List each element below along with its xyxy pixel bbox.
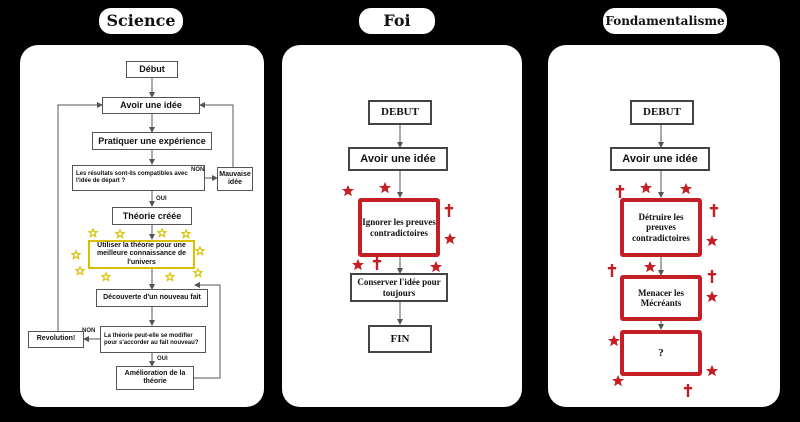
label-oui-1: OUI — [156, 196, 167, 202]
crescent-icon — [400, 263, 406, 275]
crescent-icon — [604, 183, 610, 195]
cross-icon — [709, 204, 719, 217]
panel-fondamentalisme: DEBUT Avoir une idée Détruire les preuve… — [548, 45, 780, 407]
fond-node-avoir-idee: Avoir une idée — [610, 147, 710, 171]
star-icon — [612, 375, 624, 387]
star-icon — [100, 271, 112, 282]
fond-node-menacer: Menacer les Mécréants — [620, 275, 702, 321]
foi-connectors — [397, 125, 403, 325]
star-icon — [444, 233, 456, 245]
fond-node-question: ? — [620, 330, 702, 376]
star-icon — [74, 265, 86, 276]
star-icon — [706, 235, 718, 247]
node-debut: Début — [126, 61, 178, 78]
title-fondamentalisme: Fondamentalisme — [603, 8, 727, 34]
star-icon — [608, 335, 620, 347]
crescent-icon — [708, 321, 714, 333]
fond-connectors — [658, 125, 664, 330]
node-avoir-idee: Avoir une idée — [102, 97, 200, 114]
star-icon — [342, 185, 354, 197]
star-icon — [70, 249, 82, 260]
star-icon — [192, 267, 204, 278]
fond-node-detruire: Détruire les preuves contradictoires — [620, 198, 702, 257]
node-decouverte: Découverte d'un nouveau fait — [96, 289, 208, 307]
label-non-2: NON — [82, 328, 96, 334]
crescent-icon — [420, 183, 426, 195]
crescent-icon — [672, 261, 678, 273]
star-icon — [680, 183, 692, 195]
foi-symbols — [342, 182, 456, 275]
star-icon — [352, 259, 364, 271]
star-icon — [194, 245, 206, 256]
cross-icon — [444, 204, 454, 217]
star-icon — [114, 228, 126, 239]
node-amelioration: Amélioration de la théorie — [116, 366, 194, 390]
star-icon — [87, 227, 99, 238]
panel-foi: DEBUT Avoir une idée Ignorer les preuves… — [282, 45, 522, 407]
crescent-icon — [706, 345, 712, 357]
node-theorie-creee: Théorie créée — [112, 207, 192, 225]
fond-symbols — [602, 182, 719, 397]
cross-icon — [683, 384, 693, 397]
foi-node-conserver: Conserver l'idée pour toujours — [350, 273, 448, 302]
foi-node-ignorer: Ignorer les preuves contradictoires — [358, 198, 440, 257]
node-experience: Pratiquer une expérience — [92, 132, 212, 150]
crescent-icon — [602, 215, 608, 227]
label-non-1: NON — [191, 167, 205, 173]
node-revolution: Revolution! — [28, 331, 84, 348]
fond-node-debut: DEBUT — [630, 100, 694, 125]
cross-icon — [615, 185, 625, 198]
node-question-resultats: Les résultats sont-ils compatibles avec … — [72, 165, 205, 191]
star-icon — [706, 291, 718, 303]
title-foi: Foi — [359, 8, 435, 34]
foi-node-avoir-idee: Avoir une idée — [348, 147, 448, 171]
node-mauvaise-idee: Mauvaise idée — [217, 167, 253, 191]
node-utiliser-theorie: Utiliser la théorie pour une meilleure c… — [88, 240, 195, 269]
star-icon — [164, 271, 176, 282]
foi-node-fin: FIN — [368, 325, 432, 353]
star-icon — [640, 182, 652, 194]
cross-icon — [607, 264, 617, 277]
crescent-icon — [342, 215, 348, 227]
cross-icon — [372, 257, 382, 270]
crescent-icon — [608, 297, 614, 309]
star-icon — [379, 182, 391, 194]
star-icon — [430, 261, 442, 273]
science-stars — [70, 227, 206, 282]
panel-science: Début Avoir une idée Pratiquer une expér… — [20, 45, 264, 407]
star-icon — [156, 227, 168, 238]
star-icon — [644, 261, 656, 273]
cross-icon — [707, 270, 717, 283]
title-science: Science — [99, 8, 183, 34]
star-icon — [180, 228, 192, 239]
node-question-modifier: La théorie peut-elle se modifier pour s'… — [100, 326, 206, 353]
science-connectors — [57, 77, 234, 379]
label-oui-2: OUI — [157, 356, 168, 362]
foi-node-debut: DEBUT — [368, 100, 432, 125]
star-icon — [706, 365, 718, 377]
